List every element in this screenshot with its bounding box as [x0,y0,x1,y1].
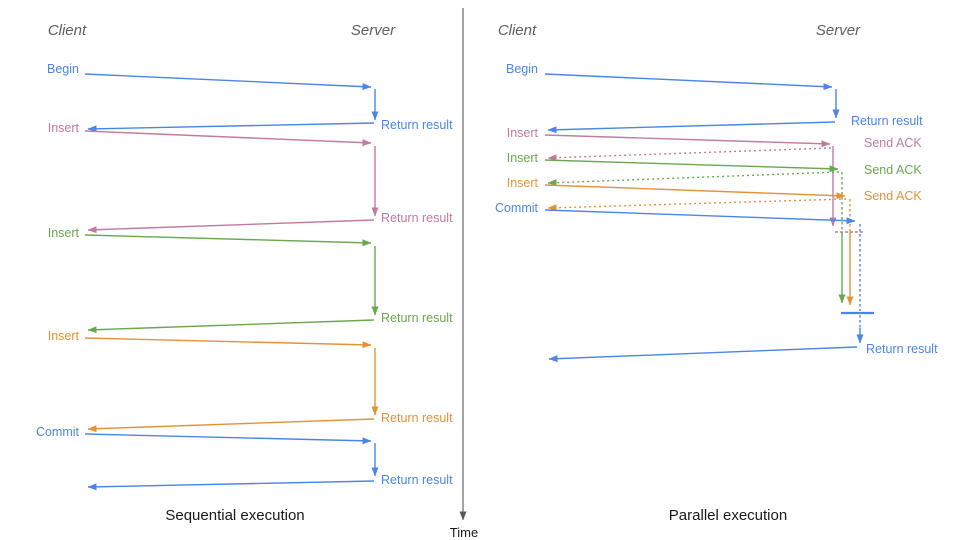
insert-label: Insert [507,151,539,165]
final-return-label: Return result [866,342,938,356]
right-message-insert-2: Insert Send ACK [507,151,922,304]
insert-label: Insert [507,126,539,140]
left-message-commit: Commit Return result [36,425,453,491]
begin-label: Begin [506,62,538,76]
begin-request-line [544,73,833,91]
right-message-insert-3: Insert Send ACK [507,176,922,306]
send-ack-label: Send ACK [864,163,922,177]
begin-request-line [84,73,372,91]
right-server-header: Server [816,22,861,39]
insert-ack-line [547,198,847,212]
left-message-insert-3: Insert Return result [48,329,453,433]
commit-return-line [87,480,375,491]
right-client-header: Client [498,22,537,39]
commit-request-line [84,433,372,445]
commit-label: Commit [36,425,80,439]
right-message-insert-1: Insert Send ACK [507,126,922,233]
send-ack-label: Send ACK [864,136,922,150]
insert-label: Insert [48,121,80,135]
right-message-commit: Commit Return result [495,201,938,363]
insert-return-label: Return result [381,411,453,425]
left-panel-sequential: Client Server Begin Return result Insert… [36,22,453,524]
insert-request-line [84,130,372,147]
insert-label: Insert [507,176,539,190]
left-client-header: Client [48,22,87,39]
insert-label: Insert [48,226,80,240]
right-panel-parallel: Client Server Begin Return result Insert… [495,22,938,524]
commit-return-label: Return result [381,473,453,487]
insert-return-label: Return result [381,211,453,225]
insert-request-line [544,134,831,148]
insert-request-line [84,234,372,247]
left-message-begin: Begin Return result [47,62,453,133]
time-axis: Time [450,8,478,540]
insert-ack-line [547,171,840,187]
insert-label: Insert [48,329,80,343]
send-ack-label: Send ACK [864,189,922,203]
insert-ack-line [547,147,832,162]
begin-label: Begin [47,62,79,76]
begin-return-line [547,121,836,134]
time-axis-label: Time [450,525,478,540]
insert-request-line [84,337,372,349]
right-message-begin: Begin Return result [506,62,923,134]
insert-return-line [87,418,375,433]
left-server-header: Server [351,22,396,39]
right-panel-caption: Parallel execution [669,507,787,524]
left-panel-caption: Sequential execution [165,507,304,524]
left-message-insert-1: Insert Return result [48,121,453,234]
begin-return-line [87,122,375,133]
insert-request-line [544,159,839,173]
insert-return-line [87,219,375,234]
commit-request-line [544,209,856,225]
insert-return-label: Return result [381,311,453,325]
left-message-insert-2: Insert Return result [48,226,453,334]
insert-return-line [87,319,375,334]
insert-request-line [544,184,846,200]
commit-label: Commit [495,201,539,215]
final-return-line [548,346,858,363]
begin-return-label: Return result [851,114,923,128]
begin-return-label: Return result [381,118,453,132]
